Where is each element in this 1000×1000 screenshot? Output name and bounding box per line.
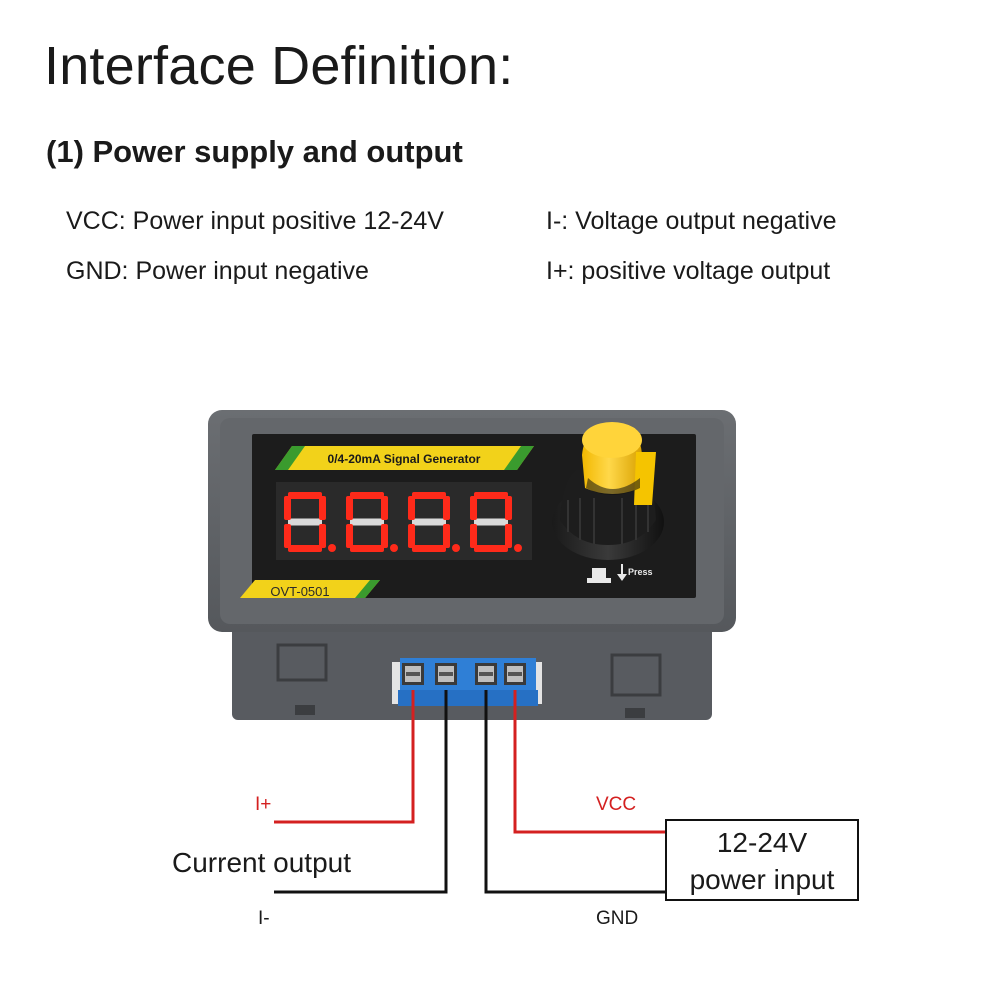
- wire-vcc: [513, 690, 668, 834]
- digit-segment: [412, 545, 446, 552]
- display-digit: [346, 492, 398, 552]
- digit-segment: [412, 492, 446, 499]
- power-box-line1: 12-24V: [717, 827, 808, 858]
- led-display: [276, 482, 532, 560]
- press-indicator: Press: [587, 564, 653, 583]
- digit-segment: [319, 524, 326, 548]
- section-title: (1) Power supply and output: [46, 134, 463, 169]
- digit-segment: [474, 518, 508, 526]
- terminal-screw: [504, 663, 526, 685]
- page-title: Interface Definition:: [44, 36, 514, 96]
- digit-segment: [443, 496, 450, 520]
- terminal-block: [392, 658, 542, 706]
- digit-segment: [470, 524, 477, 548]
- digit-segment: [505, 524, 512, 548]
- model-label: OVT-0501: [270, 584, 329, 599]
- digit-segment: [288, 492, 322, 499]
- digit-segment: [412, 518, 446, 526]
- digit-segment: [381, 496, 388, 520]
- digit-segment: [505, 496, 512, 520]
- terminal-screw: [475, 663, 497, 685]
- digit-segment: [284, 496, 291, 520]
- terminal-screw: [402, 663, 424, 685]
- label-gnd: GND: [596, 908, 638, 929]
- digit-segment: [284, 524, 291, 548]
- label-vcc: VCC: [596, 794, 636, 815]
- rotary-knob[interactable]: [552, 422, 664, 560]
- power-input-box: 12-24V power input: [665, 819, 859, 901]
- digit-segment: [408, 524, 415, 548]
- definition-gnd: GND: Power input negative: [66, 257, 369, 285]
- decimal-point: [514, 544, 522, 552]
- digit-segment: [443, 524, 450, 548]
- digit-segment: [346, 496, 353, 520]
- label-i-minus: I-: [258, 908, 270, 929]
- digit-segment: [346, 524, 353, 548]
- digit-segment: [288, 518, 322, 526]
- display-digit: [408, 492, 460, 552]
- digit-segment: [381, 524, 388, 548]
- wire-gnd: [484, 690, 668, 894]
- display-digit: [470, 492, 522, 552]
- model-label-strip: OVT-0501: [240, 580, 380, 599]
- digit-segment: [408, 496, 415, 520]
- press-label: Press: [628, 567, 653, 577]
- digit-segment: [470, 496, 477, 520]
- decimal-point: [452, 544, 460, 552]
- digit-segment: [474, 492, 508, 499]
- push-button-icon: [592, 568, 606, 578]
- definition-i-minus: I-: Voltage output negative: [546, 207, 837, 235]
- terminal-screw: [435, 663, 457, 685]
- label-current-output: Current output: [172, 847, 351, 878]
- decimal-point: [328, 544, 336, 552]
- wire-i-minus: [274, 690, 448, 894]
- definition-i-plus: I+: positive voltage output: [546, 257, 831, 285]
- panel-label: 0/4-20mA Signal Generator: [328, 452, 481, 466]
- label-i-plus: I+: [255, 794, 271, 815]
- display-digit: [284, 492, 336, 552]
- digit-segment: [350, 518, 384, 526]
- digit-segment: [319, 496, 326, 520]
- digit-segment: [474, 545, 508, 552]
- digit-segment: [350, 545, 384, 552]
- digit-segment: [288, 545, 322, 552]
- decimal-point: [390, 544, 398, 552]
- digit-segment: [350, 492, 384, 499]
- wire-i-plus: [274, 690, 415, 824]
- definition-vcc: VCC: Power input positive 12-24V: [66, 207, 444, 235]
- power-box-line2: power input: [690, 864, 835, 895]
- panel-label-strip: 0/4-20mA Signal Generator: [275, 446, 534, 470]
